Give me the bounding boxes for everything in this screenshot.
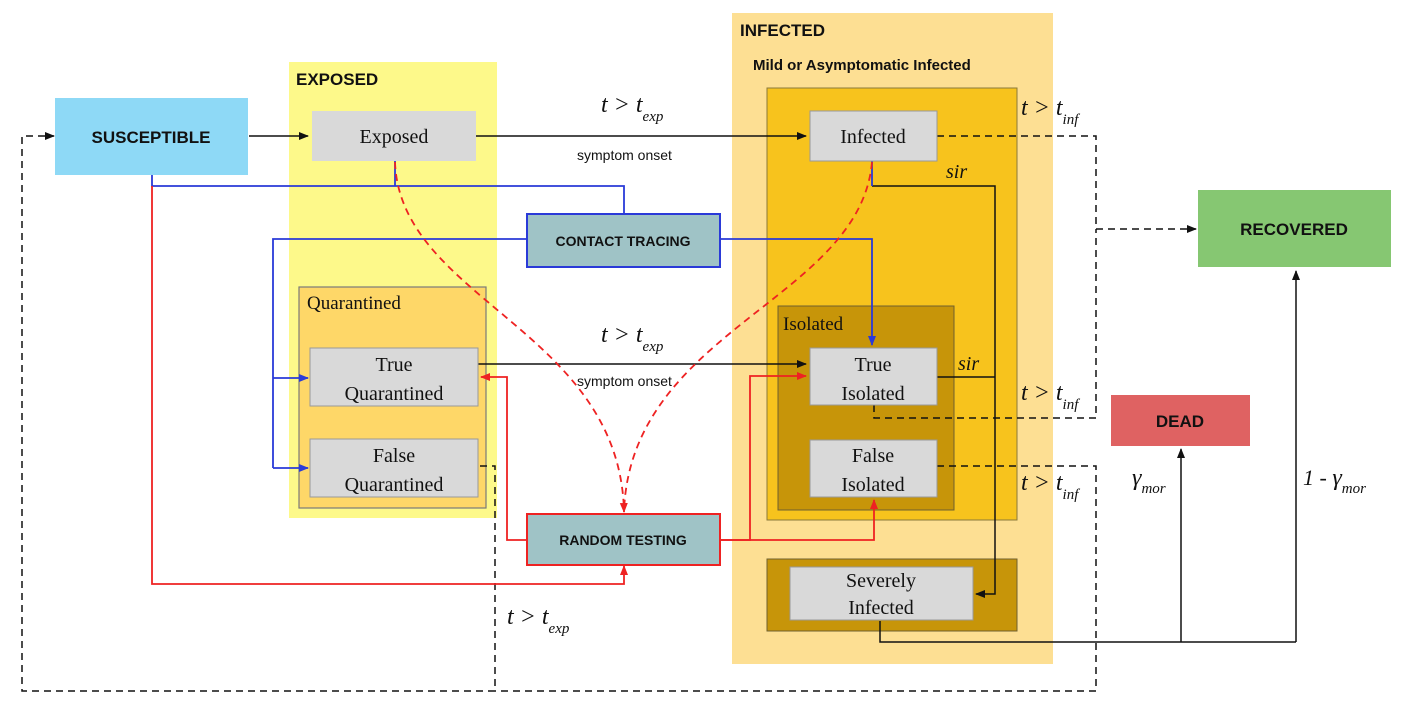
infected-node bbox=[809, 110, 938, 162]
contact-tracing-node bbox=[526, 213, 721, 268]
edge-trueiso-to-recovered bbox=[873, 229, 1097, 419]
mild-group-label: Mild or Asymptomatic Infected bbox=[753, 57, 971, 74]
contact-tracing-label: CONTACT TRACING bbox=[555, 233, 690, 249]
false-isolated-node bbox=[809, 439, 938, 498]
true-quarantined-node bbox=[309, 347, 479, 407]
label-t-inf-mid: t > tinf bbox=[1021, 380, 1080, 413]
label-one-minus-gamma-mor: 1 - γmor bbox=[1303, 465, 1366, 497]
susceptible-label: SUSCEPTIBLE bbox=[91, 128, 210, 147]
edge-susceptible-tracing bbox=[151, 175, 625, 215]
false-isolated-label-2: Isolated bbox=[841, 474, 904, 496]
edge-random-to-falseiso bbox=[720, 499, 878, 541]
label-sir-top: sir bbox=[946, 161, 967, 183]
true-quarantined-label-2: Quarantined bbox=[345, 383, 444, 405]
false-isolated-label-1: False bbox=[852, 445, 894, 467]
isolated-group-label: Isolated bbox=[783, 314, 844, 335]
label-t-exp-top: t > texp bbox=[601, 92, 664, 125]
edge-bottom-loop bbox=[21, 132, 495, 692]
severely-infected-node bbox=[789, 566, 974, 621]
severely-infected-label-1: Severely bbox=[846, 570, 916, 592]
edge-random-to-trueq bbox=[480, 373, 527, 541]
label-symptom-onset-top: symptom onset bbox=[577, 147, 672, 163]
true-quarantined-label-1: True bbox=[375, 354, 412, 376]
edge-infected-sir bbox=[872, 185, 996, 598]
severely-infected-label-2: Infected bbox=[848, 597, 914, 619]
edge-infected-to-recovered bbox=[937, 135, 1097, 229]
edge-severe-to-outcomes bbox=[879, 621, 1296, 643]
exposed-label: Exposed bbox=[360, 126, 429, 148]
edge-falseiso-to-susceptible bbox=[495, 465, 1097, 692]
susceptible-node bbox=[55, 98, 248, 175]
exposed-group-label: EXPOSED bbox=[296, 70, 378, 89]
false-quarantined-node bbox=[309, 438, 479, 498]
label-t-inf-top: t > tinf bbox=[1021, 95, 1080, 128]
dead-label: DEAD bbox=[1156, 412, 1204, 431]
recovered-label: RECOVERED bbox=[1240, 220, 1348, 239]
edge-tracing-to-trueiso bbox=[720, 238, 876, 346]
label-sir-mid: sir bbox=[958, 353, 979, 375]
infected-group-label: INFECTED bbox=[740, 21, 825, 40]
dead-node bbox=[1111, 395, 1250, 446]
quarantined-group-label: Quarantined bbox=[307, 293, 401, 314]
true-isolated-node bbox=[809, 347, 938, 406]
random-testing-label: RANDOM TESTING bbox=[559, 532, 687, 548]
random-testing-node bbox=[526, 513, 721, 566]
edge-falseq-loop bbox=[480, 465, 496, 691]
label-t-exp-bottom: t > texp bbox=[507, 604, 570, 637]
false-quarantined-label-2: Quarantined bbox=[345, 474, 444, 496]
edge-exposed-random-dashed bbox=[394, 161, 628, 513]
edge-infected-random-dashed bbox=[623, 161, 873, 513]
infected-label: Infected bbox=[840, 126, 906, 148]
exposed-node bbox=[312, 111, 476, 161]
label-gamma-mor: γmor bbox=[1132, 465, 1166, 497]
edge-susceptible-random bbox=[151, 186, 628, 585]
label-symptom-onset-mid: symptom onset bbox=[577, 373, 672, 389]
label-t-inf-low: t > tinf bbox=[1021, 470, 1080, 503]
edge-tracing-to-quarantine bbox=[272, 238, 527, 468]
label-t-exp-mid: t > texp bbox=[601, 322, 664, 355]
false-quarantined-label-1: False bbox=[373, 445, 415, 467]
recovered-node bbox=[1198, 190, 1391, 267]
true-isolated-label-2: Isolated bbox=[841, 383, 904, 405]
true-isolated-label-1: True bbox=[854, 354, 891, 376]
